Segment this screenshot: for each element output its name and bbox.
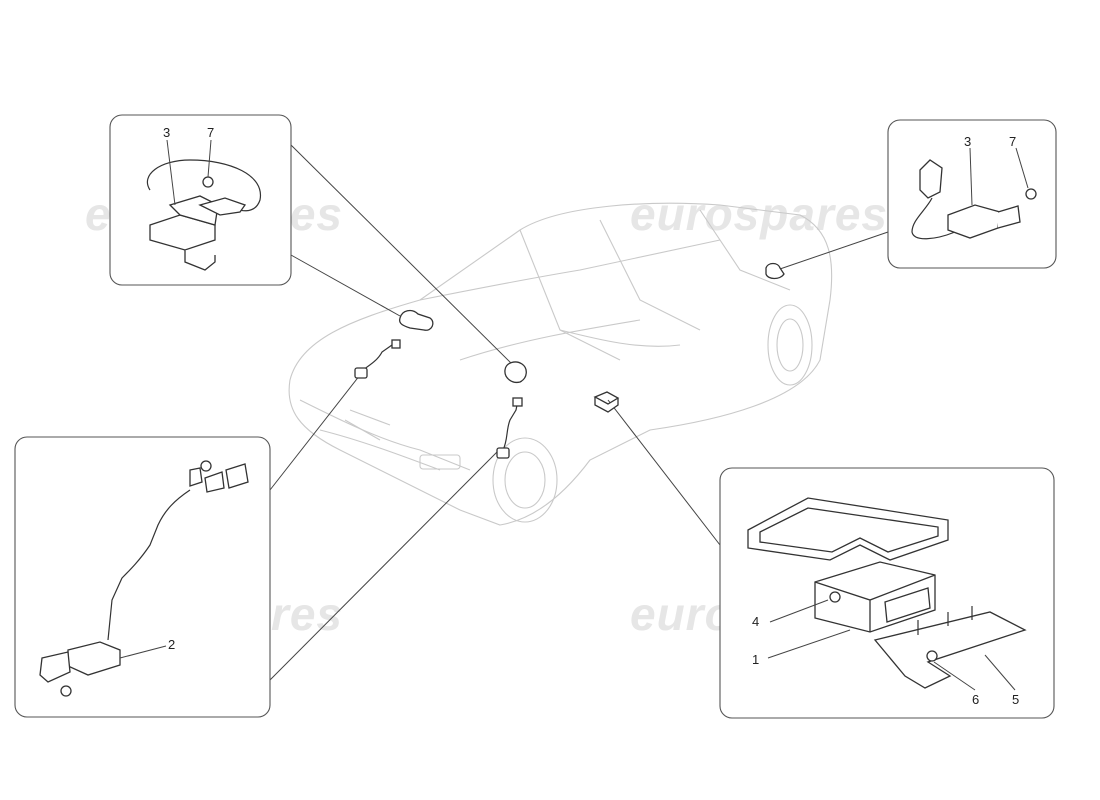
connector-front-left bbox=[354, 367, 368, 379]
sensor-on-car-center bbox=[504, 361, 527, 384]
sensor-mount-right bbox=[997, 205, 1021, 229]
plug-front-left bbox=[391, 339, 401, 349]
wire-wheel bbox=[502, 399, 519, 451]
screw-6 bbox=[926, 650, 938, 662]
sensor-bracket-2 bbox=[39, 651, 71, 683]
car-outline bbox=[288, 202, 833, 526]
wheel-sensor-cable bbox=[107, 489, 191, 641]
screw-4 bbox=[829, 591, 841, 603]
nut-top bbox=[200, 460, 212, 472]
callout-1: 1 bbox=[752, 652, 759, 667]
ecu-connector bbox=[884, 587, 931, 623]
callout-6: 6 bbox=[972, 692, 979, 707]
ecu-on-car bbox=[593, 391, 620, 413]
plug-wheel bbox=[512, 397, 523, 407]
sensor-cable bbox=[146, 159, 261, 212]
car-parts bbox=[354, 262, 785, 459]
mount-bracket bbox=[198, 197, 247, 216]
detail-box-bottom-left: 2 bbox=[14, 436, 271, 718]
sensor-bracket bbox=[184, 250, 216, 271]
callout-3-top-left: 3 bbox=[163, 125, 170, 140]
callout-7-top-right: 7 bbox=[1009, 134, 1016, 149]
ecu-bracket-5 bbox=[873, 611, 1027, 689]
sensor-on-car-front bbox=[398, 309, 434, 331]
nut-7 bbox=[202, 176, 214, 188]
bolt-bottom bbox=[60, 685, 72, 697]
sensor-cable-right bbox=[911, 197, 956, 240]
detail-box-top-left: 3 7 bbox=[109, 114, 292, 286]
callout-3-top-right: 3 bbox=[964, 134, 971, 149]
callout-7-top-left: 7 bbox=[207, 125, 214, 140]
connector-wheel bbox=[496, 447, 510, 459]
leader-lines bbox=[269, 144, 889, 681]
harness-connectors bbox=[189, 463, 249, 493]
ecu-edges bbox=[814, 574, 936, 632]
callout-2: 2 bbox=[168, 637, 175, 652]
sensor-on-car-rear bbox=[765, 262, 785, 280]
callout-5: 5 bbox=[1012, 692, 1019, 707]
nut-7-right bbox=[1025, 188, 1037, 200]
detail-box-bottom-right: 4 1 6 5 bbox=[719, 467, 1055, 719]
ecu-gasket-inner bbox=[759, 507, 939, 553]
callout-4: 4 bbox=[752, 614, 759, 629]
detail-box-top-right: 3 7 bbox=[887, 119, 1057, 269]
watermark-top-right: eurospares bbox=[630, 188, 888, 240]
connector-plug bbox=[919, 159, 943, 199]
